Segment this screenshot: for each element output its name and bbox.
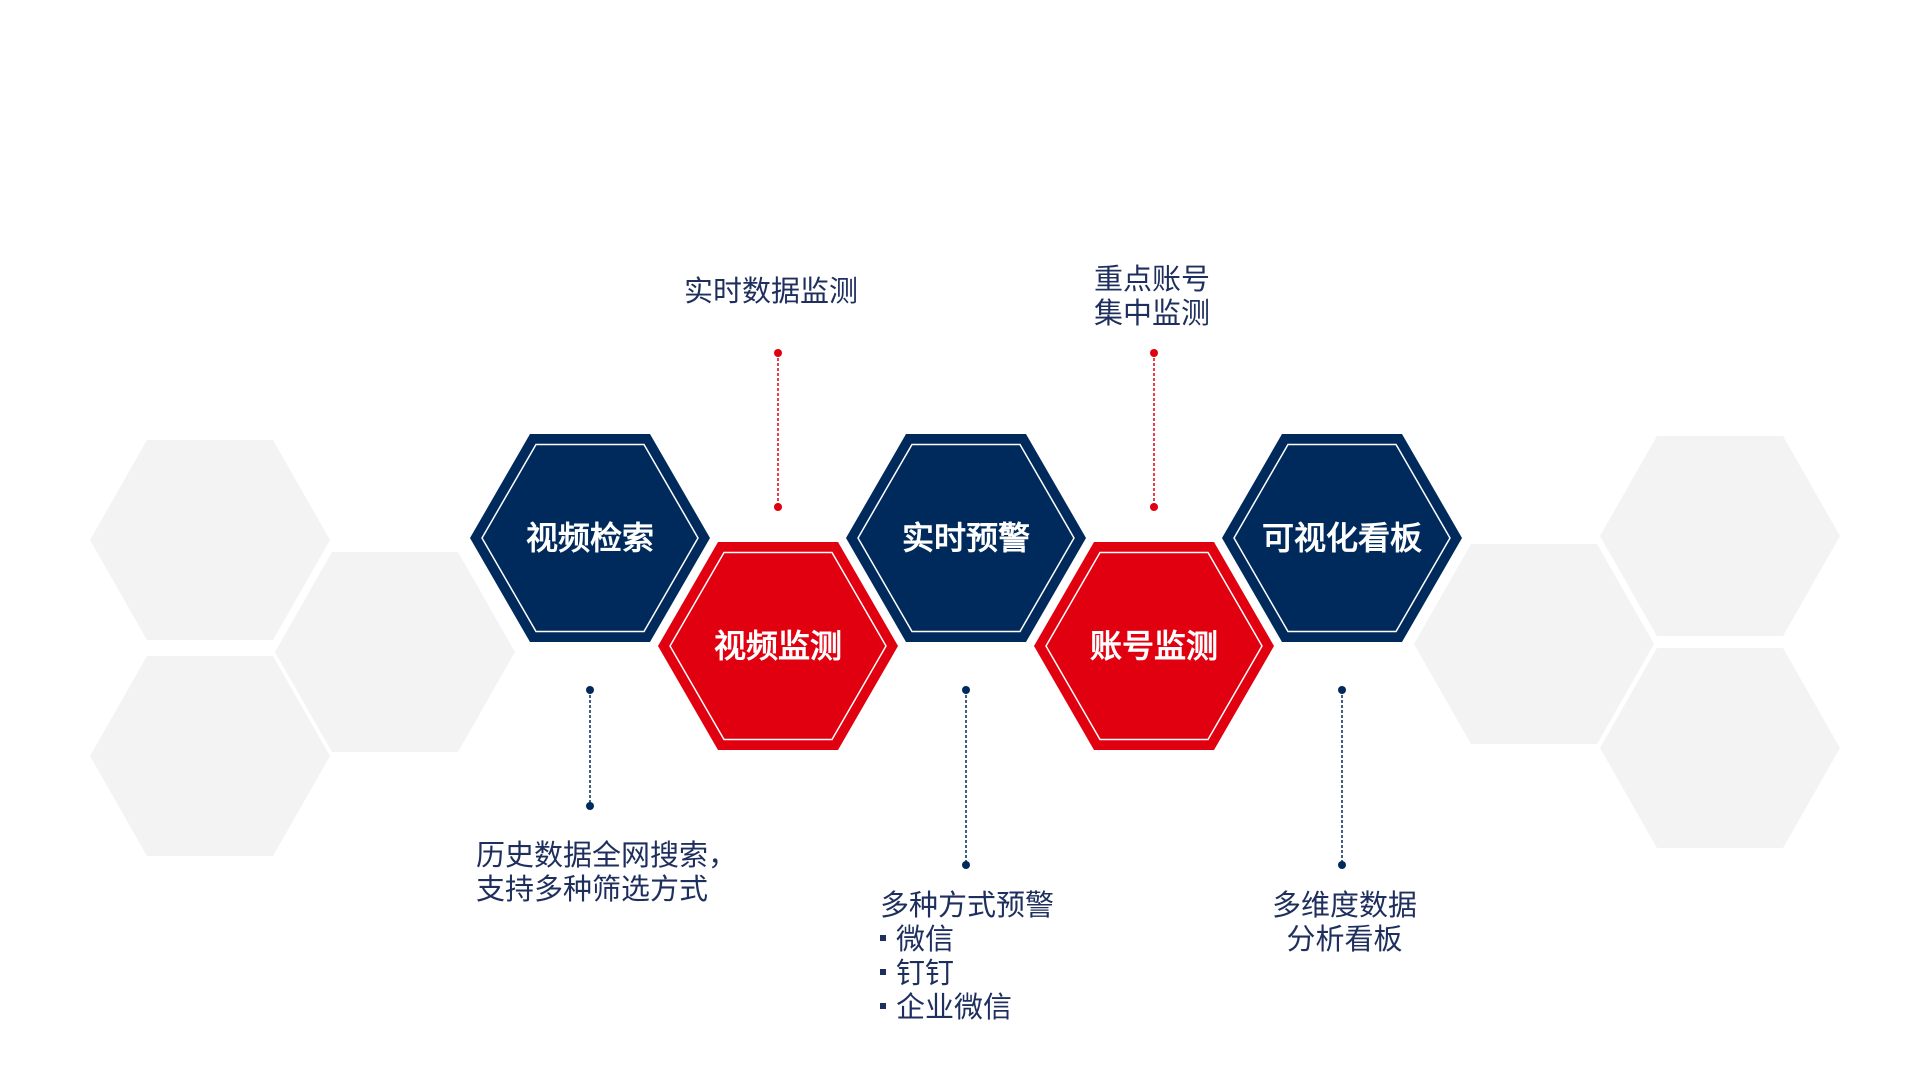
hexagon-inner-outline	[481, 443, 699, 633]
hexagon-label: 实时预警	[902, 519, 1030, 557]
hexagon-inner-outline	[1233, 443, 1451, 633]
background-hexagons-right	[1414, 436, 1840, 848]
connector-dot	[774, 349, 782, 357]
bullet-icon	[880, 935, 886, 941]
connector-dot	[586, 686, 594, 694]
bullet-icon	[880, 1003, 886, 1009]
realtime-alert-item: 微信	[880, 922, 1054, 956]
video-monitor-description: 实时数据监测	[684, 274, 858, 308]
hexagon-account-monitor: 账号监测	[1034, 542, 1274, 750]
hexagon-video-search: 视频检索	[470, 434, 710, 642]
account-monitor-description: 重点账号 集中监测	[1094, 262, 1210, 330]
connector-dot	[1150, 349, 1158, 357]
hexagon-shape	[1034, 542, 1274, 750]
background-hexagons-left	[90, 440, 515, 856]
realtime-alert-item-text: 企业微信	[896, 990, 1013, 1024]
hexagon-label: 账号监测	[1090, 627, 1218, 665]
video-search-desc-line: 支持多种筛选方式	[476, 872, 709, 906]
hexagon-video-monitor: 视频监测	[658, 542, 898, 750]
hexagon-label: 视频监测	[714, 627, 842, 665]
realtime-alert-description: 多种方式预警 微信 钉钉 企业微信	[880, 888, 1054, 1024]
hexagon-shape	[1222, 434, 1462, 642]
realtime-alert-item-text: 钉钉	[896, 956, 955, 990]
connectors	[586, 349, 1346, 869]
connector-dot	[1338, 861, 1346, 869]
bg-hexagon	[275, 552, 515, 752]
connector-dot	[1150, 503, 1158, 511]
bg-hexagon	[90, 440, 330, 640]
connector-dot	[962, 861, 970, 869]
realtime-alert-item: 钉钉	[880, 956, 1054, 990]
connector-dot	[774, 503, 782, 511]
realtime-alert-item: 企业微信	[880, 990, 1054, 1024]
realtime-alert-item-text: 微信	[896, 922, 955, 956]
hexagon-label: 视频检索	[526, 519, 654, 557]
hexagon-inner-outline	[669, 551, 887, 741]
bg-hexagon	[1414, 544, 1654, 744]
hexagon-dashboard: 可视化看板	[1222, 434, 1462, 642]
account-monitor-desc-line: 集中监测	[1094, 296, 1211, 330]
hexagon-shape	[658, 542, 898, 750]
hexagon-realtime-alert: 实时预警	[846, 434, 1086, 642]
bg-hexagon	[1600, 436, 1840, 636]
hexagon-inner-outline	[1045, 551, 1263, 741]
hexagon-inner-outline	[857, 443, 1075, 633]
realtime-alert-desc-title: 多种方式预警	[880, 888, 1055, 922]
connector-dot	[1338, 686, 1346, 694]
video-search-description: 历史数据全网搜索， 支持多种筛选方式	[476, 838, 737, 906]
bullet-icon	[880, 969, 886, 975]
account-monitor-desc-line: 重点账号	[1094, 262, 1211, 296]
video-search-desc-line: 历史数据全网搜索，	[476, 838, 738, 872]
video-monitor-desc-line: 实时数据监测	[684, 274, 859, 308]
connector-dot	[962, 686, 970, 694]
hexagon-shape	[470, 434, 710, 642]
hexagon-label: 可视化看板	[1262, 519, 1422, 557]
dashboard-desc-line: 多维度数据	[1272, 888, 1418, 922]
connector-dot	[586, 802, 594, 810]
bg-hexagon	[1600, 648, 1840, 848]
hexagon-shape	[846, 434, 1086, 642]
dashboard-desc-line: 分析看板	[1286, 922, 1403, 956]
bg-hexagon	[90, 656, 330, 856]
dashboard-description: 多维度数据 分析看板	[1272, 888, 1417, 956]
